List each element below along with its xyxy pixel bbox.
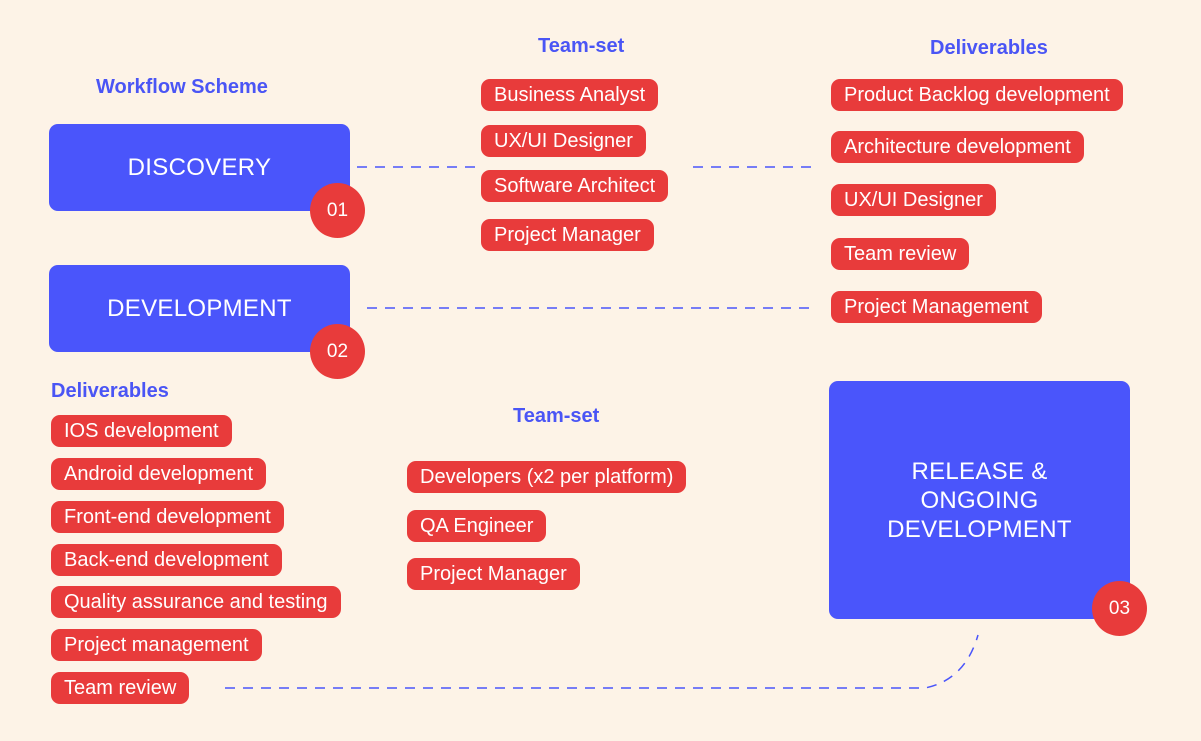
top-deliverables-item: Architecture development xyxy=(831,131,1084,163)
top-deliverables-item: UX/UI Designer xyxy=(831,184,996,216)
development-teamset-item: Developers (x2 per platform) xyxy=(407,461,687,493)
discovery-teamset-item: UX/UI Designer xyxy=(481,125,646,157)
development-deliverables-item: Team review xyxy=(51,672,190,704)
development-deliverables-item: Project management xyxy=(51,629,262,661)
development-deliverables-item: Back-end development xyxy=(51,544,282,576)
stage-number-02: 02 xyxy=(310,324,365,379)
discovery-teamset-item: Software Architect xyxy=(481,170,669,202)
development-teamset-item: Project Manager xyxy=(407,558,580,590)
development-deliverables-heading: Deliverables xyxy=(51,380,169,402)
development-teamset-item: QA Engineer xyxy=(407,510,547,542)
development-teamset-heading: Team-set xyxy=(513,405,600,427)
page-title: Workflow Scheme xyxy=(96,76,268,98)
top-deliverables-item: Project Management xyxy=(831,291,1042,323)
discovery-teamset-heading: Team-set xyxy=(538,35,625,57)
discovery-teamset-item: Business Analyst xyxy=(481,79,659,111)
development-deliverables-item: Quality assurance and testing xyxy=(51,586,341,618)
top-deliverables-item: Product Backlog development xyxy=(831,79,1123,111)
stage-number-01: 01 xyxy=(310,183,365,238)
stage-number-03: 03 xyxy=(1092,581,1147,636)
development-deliverables-item: Android development xyxy=(51,458,267,490)
stage-development-label: DEVELOPMENT xyxy=(107,295,292,322)
development-deliverables-item: IOS development xyxy=(51,415,232,447)
top-deliverables-heading: Deliverables xyxy=(930,37,1048,59)
stage-discovery-label: DISCOVERY xyxy=(127,154,272,181)
top-deliverables-item: Team review xyxy=(831,238,970,270)
stage-discovery: DISCOVERY xyxy=(49,124,350,211)
stage-release-label-line: ONGOING xyxy=(920,486,1039,514)
development-deliverables-item: Front-end development xyxy=(51,501,284,533)
stage-release-label-line: RELEASE & xyxy=(911,457,1048,485)
discovery-teamset-item: Project Manager xyxy=(481,219,654,251)
stage-release: RELEASE & ONGOING DEVELOPMENT xyxy=(829,381,1130,619)
stage-development: DEVELOPMENT xyxy=(49,265,350,352)
stage-release-label-line: DEVELOPMENT xyxy=(887,515,1072,543)
connector-review-release xyxy=(225,634,979,689)
